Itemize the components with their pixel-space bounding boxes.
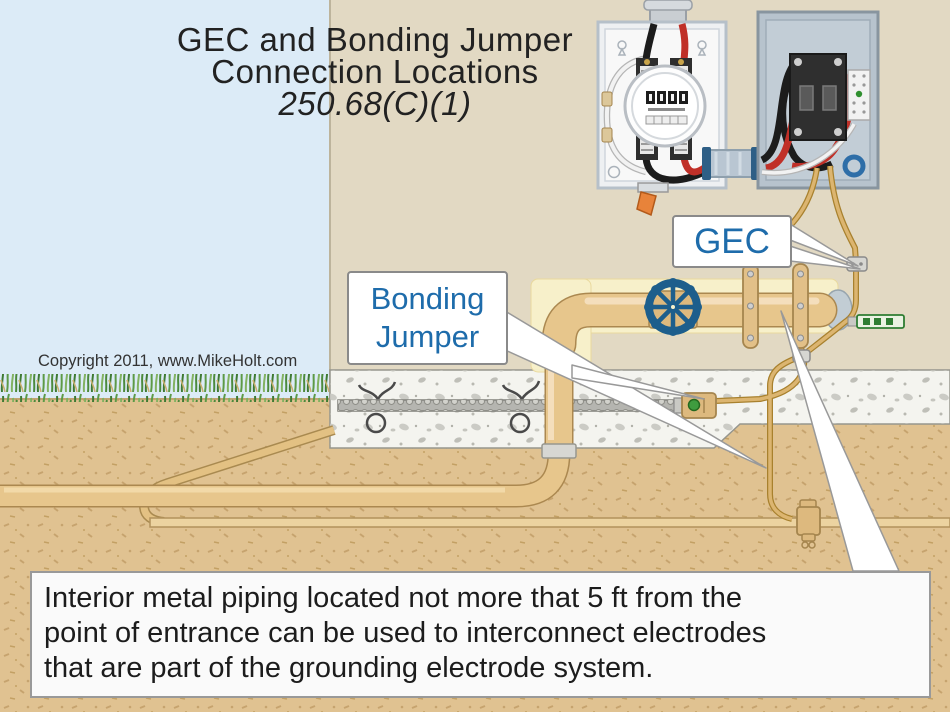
page-title: GEC and Bonding Jumper Connection Locati… (140, 21, 610, 122)
note-line-3: that are part of the grounding electrode… (44, 652, 654, 684)
callout-gec-label: GEC (694, 221, 770, 261)
note-box: Interior metal piping located not more t… (30, 571, 931, 698)
gec-wire (768, 165, 858, 521)
code-reference: 250.68(C)(1) (278, 85, 472, 122)
black-wire (642, 23, 658, 61)
title-line-1: GEC and Bonding Jumper (176, 21, 574, 58)
pipe-ground-clamps (742, 263, 809, 349)
electric-meter-icon (623, 64, 707, 148)
copyright-notice: Copyright 2011, www.MikeHolt.com (38, 352, 298, 370)
ground-rod-clamp (796, 499, 821, 549)
callout-bonding-jumper: Bonding Jumper (347, 271, 508, 365)
callout-leaders (504, 223, 900, 572)
callout-bonding-jumper-line1: Bonding (370, 281, 485, 316)
neutral-terminal-strip (847, 69, 871, 121)
panel-bushing (842, 154, 866, 178)
bonding-jumper-leader-prong (571, 364, 705, 400)
pipe-ground-clamp (792, 263, 809, 349)
intersystem-bonding-terminal (847, 314, 905, 329)
meter-seal-tag (636, 191, 657, 217)
panel-enclosure (756, 10, 880, 190)
callout-gec: GEC (672, 215, 792, 268)
red-wire (678, 23, 689, 61)
note-line-1: Interior metal piping located not more t… (44, 582, 742, 614)
meter-enclosure (596, 0, 728, 217)
rebar-tie-wires (357, 380, 541, 434)
shutoff-valve (644, 278, 702, 336)
callout-bonding-jumper-line2: Jumper (375, 319, 480, 354)
conduit-nipple (702, 147, 761, 180)
rebar-ground-clamp (673, 392, 717, 419)
circuit-breaker-icon (789, 53, 847, 141)
grass (0, 374, 331, 402)
valve-handwheel-icon (644, 278, 702, 336)
pipe-ground-clamp (742, 263, 759, 349)
title-line-2: Connection Locations (211, 53, 539, 90)
note-line-2: point of entrance can be used to interco… (44, 617, 767, 649)
